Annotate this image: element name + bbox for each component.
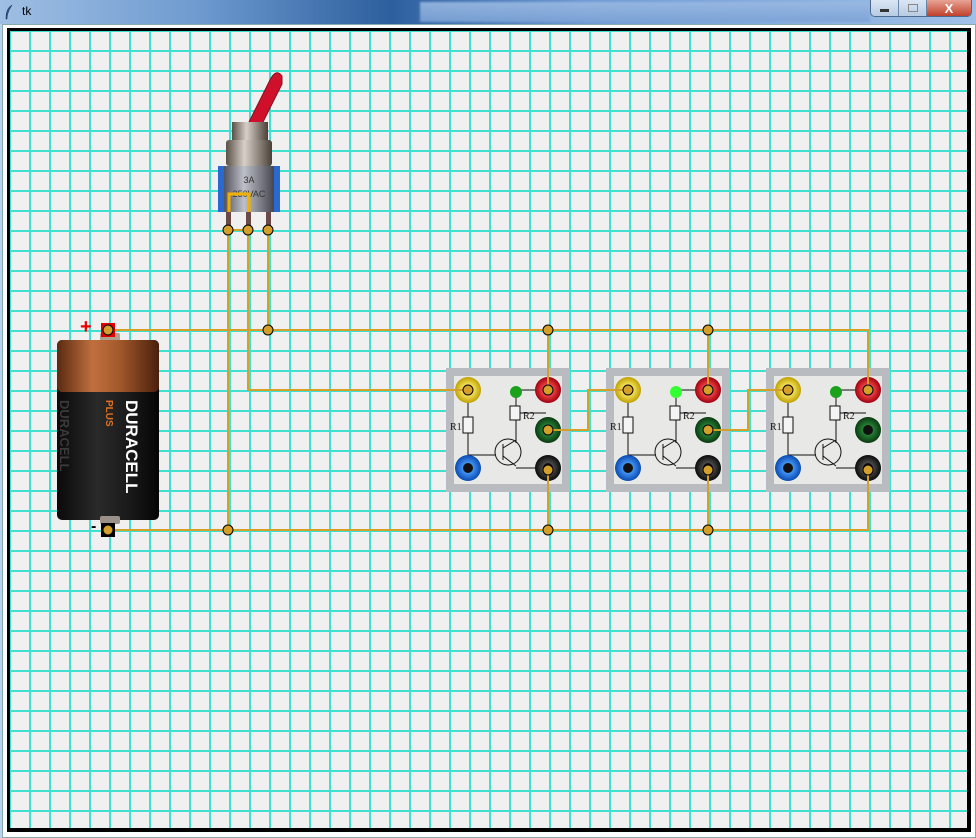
transistor-symbol — [814, 438, 842, 466]
wire-node[interactable] — [702, 524, 714, 536]
schematic-line — [502, 439, 517, 449]
schematic-line — [822, 455, 837, 467]
wire-node[interactable] — [782, 384, 794, 396]
schematic-line — [662, 439, 677, 449]
wire-m1-to-m2[interactable] — [548, 389, 628, 431]
wire-node[interactable] — [702, 464, 714, 476]
minimize-button[interactable] — [871, 0, 899, 16]
wire-node[interactable] — [542, 524, 554, 536]
window-titlebar[interactable]: tk X — [0, 0, 976, 24]
wire-node[interactable] — [862, 464, 874, 476]
switch-pin — [266, 212, 271, 228]
resistor-r2 — [829, 405, 841, 421]
positive-label: + — [80, 316, 92, 338]
wire-m2-to-m3[interactable] — [708, 389, 788, 431]
r2-label: R2 — [843, 411, 855, 422]
r2-label: R2 — [683, 411, 695, 422]
terminal-blue[interactable] — [775, 455, 801, 481]
maximize-button[interactable] — [899, 0, 927, 16]
resistor-r1 — [622, 416, 634, 434]
toggle-switch[interactable]: 3A 250VAC — [218, 72, 283, 228]
wires — [108, 229, 869, 531]
transistor-symbol — [494, 438, 522, 466]
switch-lever[interactable] — [245, 72, 283, 133]
switch-nut — [226, 140, 272, 166]
wire-node[interactable] — [102, 524, 114, 536]
r1-label: R1 — [450, 422, 462, 433]
battery-sub-brand: PLUS — [103, 400, 114, 427]
wire-node[interactable] — [862, 384, 874, 396]
terminal-blue[interactable] — [615, 455, 641, 481]
led-off — [510, 386, 522, 398]
feather-icon — [5, 4, 13, 20]
wire-node[interactable] — [262, 224, 274, 236]
switch-pin — [246, 212, 251, 228]
battery-copper-top — [57, 340, 159, 392]
wire-node[interactable] — [262, 324, 274, 336]
titlebar-background — [420, 2, 870, 22]
resistor-r1 — [782, 416, 794, 434]
wire-node[interactable] — [542, 384, 554, 396]
wire-node[interactable] — [702, 384, 714, 396]
switch-internal-contact — [227, 192, 251, 212]
wire-positive-rail[interactable] — [108, 329, 869, 390]
wire-node[interactable] — [542, 424, 554, 436]
negative-label: - — [91, 518, 97, 535]
wire-node[interactable] — [242, 224, 254, 236]
minimize-icon — [880, 8, 889, 12]
terminal-green[interactable] — [855, 417, 881, 443]
wire-node[interactable] — [542, 324, 554, 336]
close-button[interactable]: X — [927, 0, 971, 16]
battery[interactable]: DURACELL PLUS DURACELL — [57, 333, 159, 524]
window-controls: X — [870, 0, 972, 17]
switch-bushing — [232, 122, 268, 142]
wire-node[interactable] — [542, 464, 554, 476]
wire-node[interactable] — [222, 524, 234, 536]
wire-node[interactable] — [622, 384, 634, 396]
wire-node[interactable] — [102, 324, 114, 336]
r2-label: R2 — [523, 411, 535, 422]
battery-brand: DURACELL — [122, 400, 141, 494]
wire-node[interactable] — [702, 324, 714, 336]
transistor-symbol — [654, 438, 682, 466]
led-lit — [670, 386, 682, 398]
wire-node[interactable] — [222, 224, 234, 236]
wire-node[interactable] — [462, 384, 474, 396]
resistor-r2 — [669, 405, 681, 421]
wire-switch-pin2[interactable] — [247, 230, 468, 391]
maximize-icon — [907, 4, 918, 12]
schematic-line — [662, 455, 677, 467]
close-icon: X — [944, 0, 954, 16]
battery-base — [100, 516, 120, 524]
r1-label: R1 — [770, 422, 782, 433]
resistor-r2 — [509, 405, 521, 421]
terminal-blue[interactable] — [455, 455, 481, 481]
wire-node[interactable] — [702, 424, 714, 436]
resistor-r1 — [462, 416, 474, 434]
transistor-module-3[interactable]: R1 R2 — [766, 368, 890, 492]
led-off — [830, 386, 842, 398]
schematic-line — [502, 455, 517, 467]
switch-rating-top: 3A — [243, 175, 254, 185]
schematic-line — [822, 439, 837, 449]
wire-negative-rail[interactable] — [108, 470, 869, 531]
r1-label: R1 — [610, 422, 622, 433]
switch-pin — [226, 212, 231, 228]
battery-brand-side: DURACELL — [57, 400, 72, 472]
window-title: tk — [22, 4, 32, 18]
